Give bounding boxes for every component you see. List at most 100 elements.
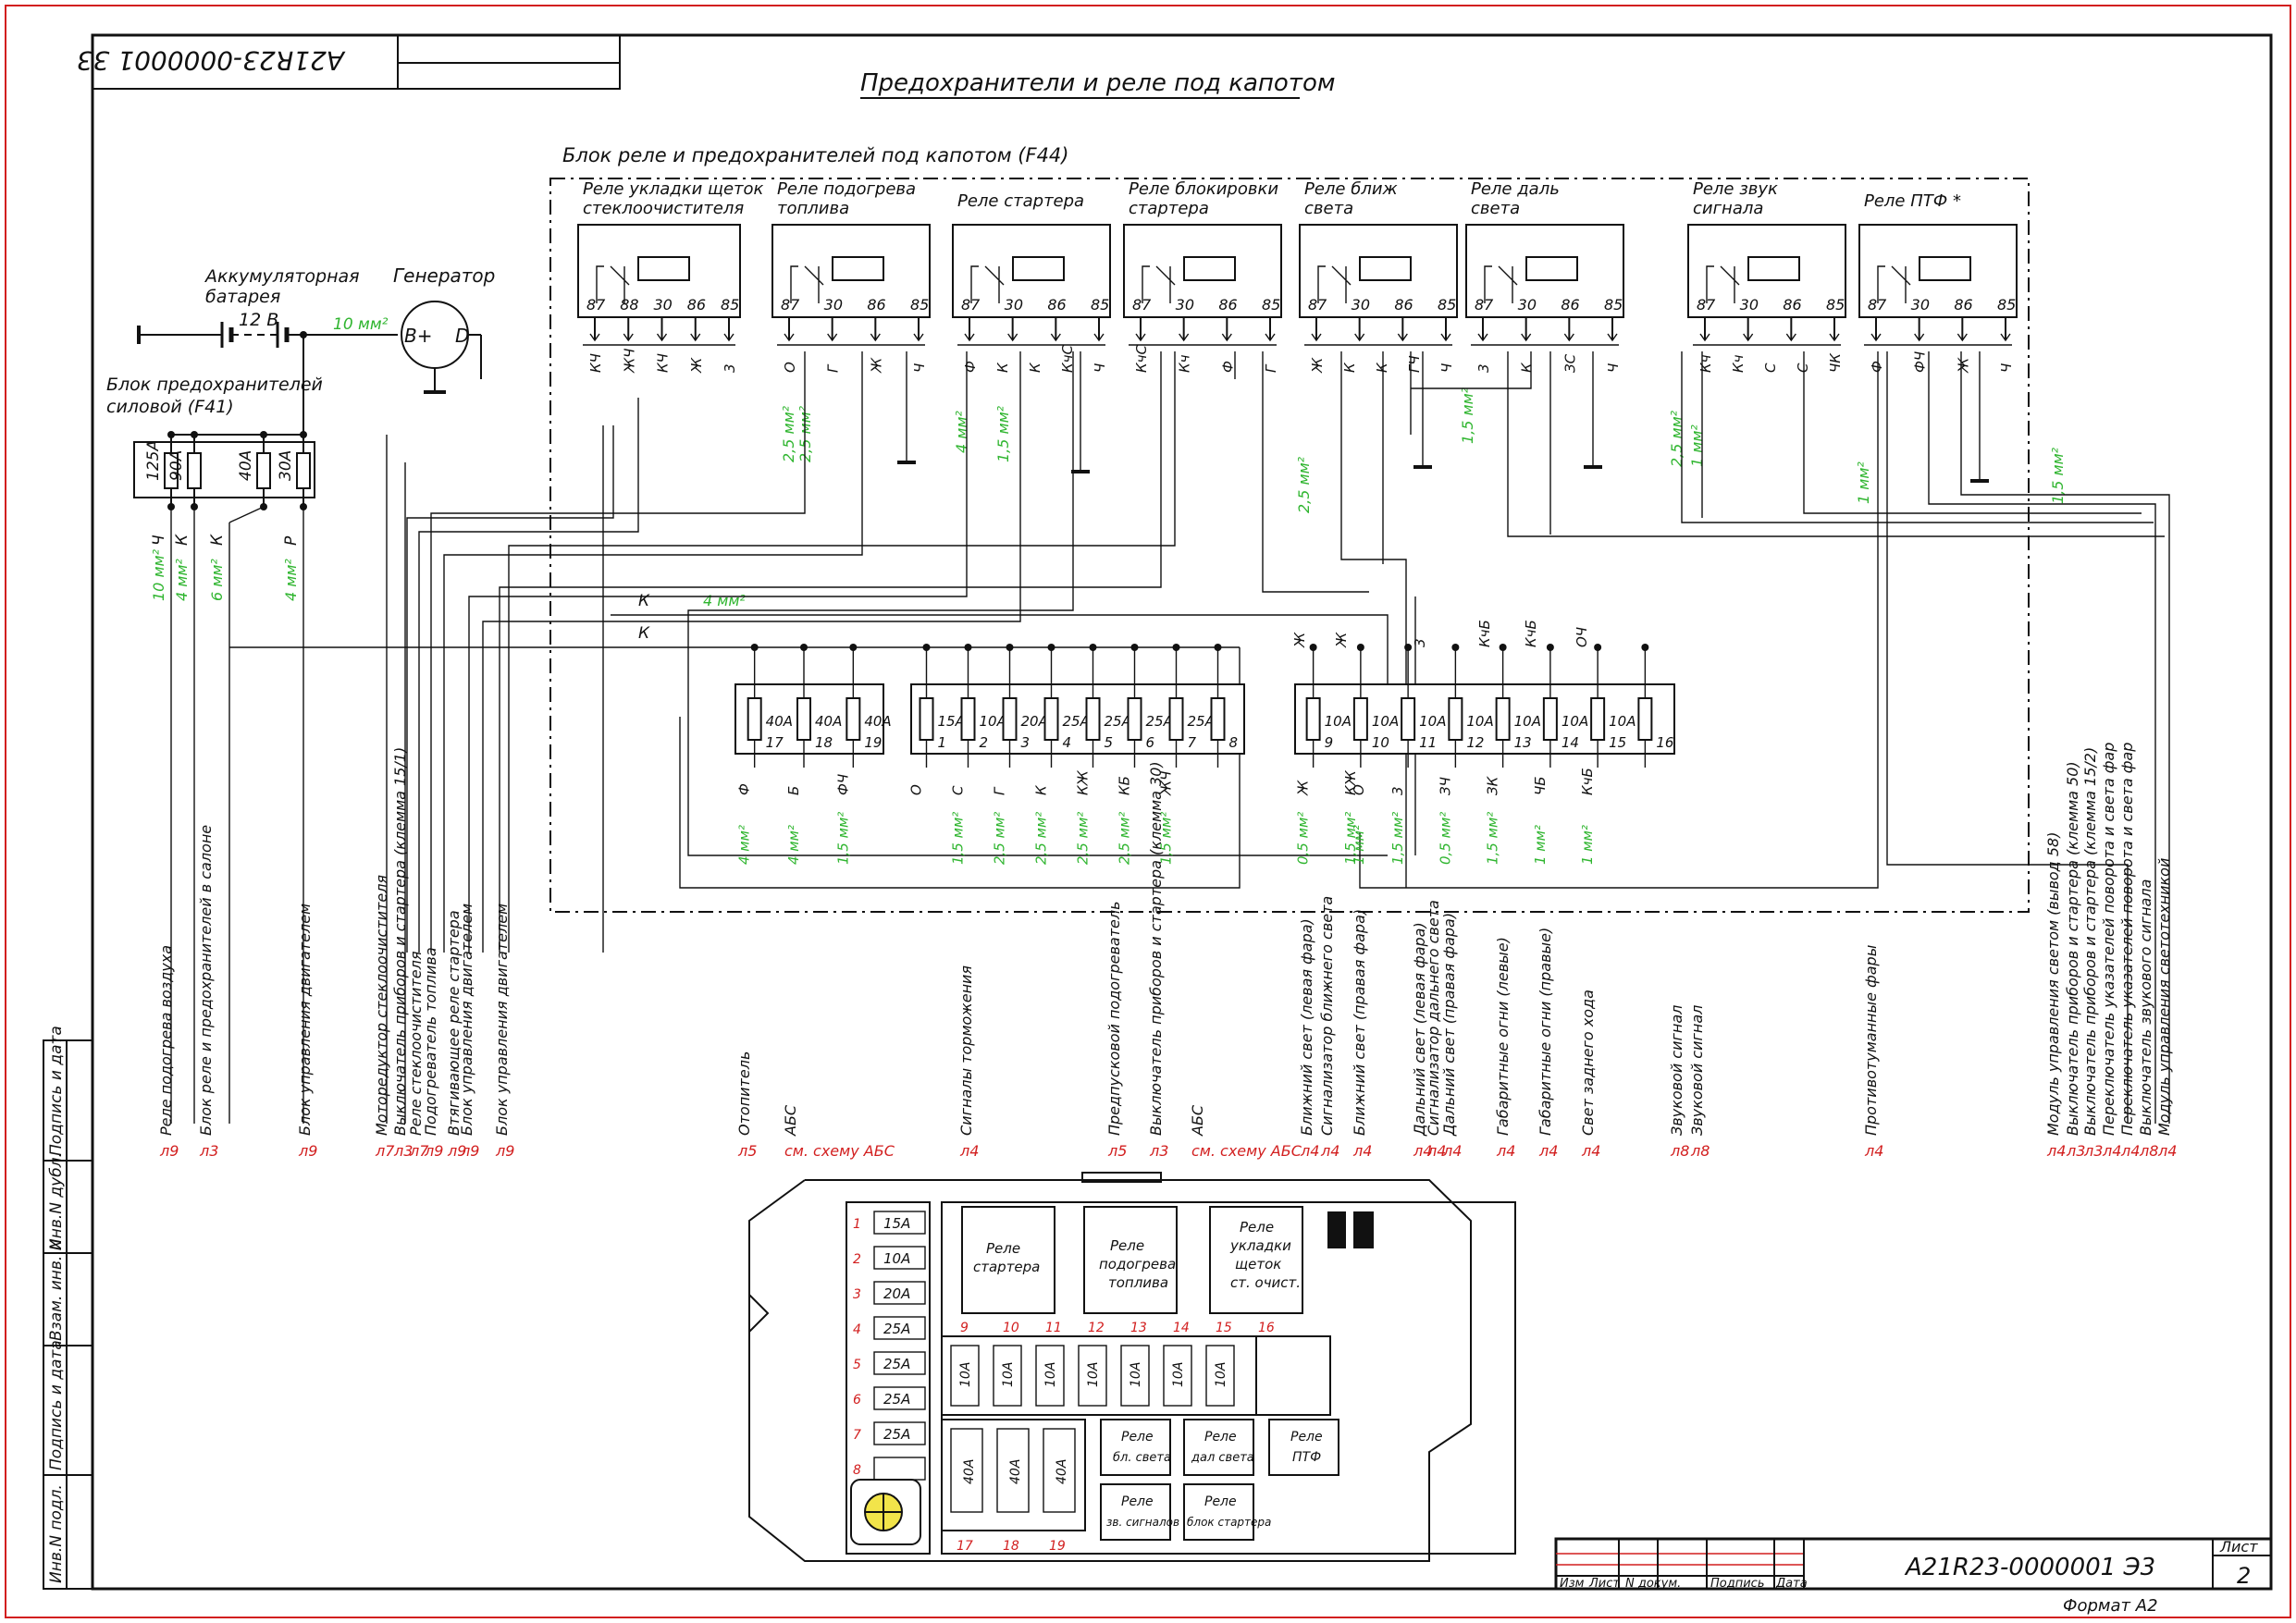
layout-mini-num-12: 12 — [1088, 1321, 1105, 1335]
fuse-out-section-8: 2,5 мм² — [1075, 812, 1092, 865]
fuse-out-color-13: 3 — [1389, 786, 1406, 795]
destination-ref-8: л9 — [447, 1142, 466, 1160]
destination-ref-34: л8 — [2139, 1142, 2158, 1160]
fuse-1 — [919, 697, 934, 741]
layout-mini-num-16: 16 — [1258, 1321, 1275, 1335]
tb-col-date: Дата — [1775, 1577, 1808, 1591]
side-stamp: Инв.N подл. Подпись и дата Взам. инв. N … — [43, 1026, 93, 1590]
relay-4-pin-87: 87 — [1132, 296, 1152, 314]
relay-name-7-a: Реле звук — [1693, 179, 1778, 199]
f41-out-section-2: 4 мм² — [173, 559, 191, 601]
fuse-rating-11: 10A — [1419, 713, 1446, 730]
layout-relay-starter-2: стартера — [973, 1259, 1040, 1275]
f41-out-color-4: Р — [282, 535, 301, 546]
relay-5-wire-1: Ж — [1309, 357, 1326, 374]
relay-wire-section-10: 1,5 мм² — [2049, 447, 2067, 504]
layout-mini-fuse-10 — [993, 1345, 1022, 1407]
layout-relay-wiper-3: щеток — [1235, 1256, 1281, 1273]
relay-6-pin-85: 85 — [1604, 296, 1623, 314]
layout-relay-fog-2: ПТФ — [1292, 1450, 1321, 1465]
destination-label-8: Втягивающее реле стартера — [445, 910, 463, 1136]
destination-label-34: Выключатель звукового сигнала — [2137, 879, 2154, 1136]
destination-label-15: Выключатель приборов и стартера (клемма … — [1147, 761, 1165, 1136]
destination-label-11: Отопитель — [735, 1051, 753, 1136]
relay-1-wire-2: ЖЧ — [621, 349, 637, 374]
fuse-out-section-1: 4 мм² — [736, 825, 753, 865]
layout-maxi-rating-17: 40A — [962, 1459, 977, 1484]
relay-7-wire-1: Кч — [1697, 354, 1714, 373]
destination-ref-20: л4 — [1413, 1142, 1432, 1160]
relay-3-wire-4: КчС — [1059, 344, 1076, 373]
fuse-19 — [846, 697, 861, 741]
relay-5-wire-4: ГЧ — [1406, 355, 1423, 373]
layout-maxi-rating-19: 40A — [1055, 1459, 1069, 1484]
relay-7-pin-85: 85 — [1826, 296, 1845, 314]
layout-mini-num-15: 15 — [1216, 1321, 1232, 1335]
destination-ref-30: л3 — [2066, 1142, 2085, 1160]
fuse-3 — [1002, 697, 1018, 741]
fuse-out-section-17: 1 мм² — [1579, 825, 1596, 865]
layout-relay-fuel-3: топлива — [1108, 1274, 1168, 1291]
fuse-rating-9: 10A — [1325, 713, 1352, 730]
destination-label-9: Блок управления двигателем — [458, 904, 475, 1136]
generator-pin-b: B+ — [404, 325, 432, 347]
fuse-number-18: 18 — [815, 734, 833, 751]
destination-ref-32: л4 — [2102, 1142, 2121, 1160]
layout-relay-fog-1: Реле — [1290, 1430, 1323, 1445]
relay-name-8-a: Реле ПТФ * — [1864, 191, 1961, 211]
fuse-rating-19: 40A — [864, 713, 891, 730]
destination-ref-15: л3 — [1149, 1142, 1168, 1160]
f41-out-color-2: К — [173, 534, 191, 546]
f41-label-1: Блок предохранителей — [106, 375, 323, 395]
relay-5-pin-85: 85 — [1438, 296, 1456, 314]
relay-4-wire-4: Г — [1263, 363, 1279, 373]
destination-ref-31: л3 — [2083, 1142, 2103, 1160]
fuse-out-section-11: 0,5 мм² — [1295, 812, 1312, 865]
fuse-12 — [1448, 697, 1463, 741]
relay-wire-section-5: 2,5 мм² — [1295, 456, 1313, 513]
fuse-out-section-2: 4 мм² — [785, 825, 802, 865]
fuse-number-9: 9 — [1325, 734, 1334, 751]
fuse-number-6: 6 — [1146, 734, 1155, 751]
fuse-out-color-9: КБ — [1117, 776, 1133, 795]
fuse-rating-4: 25A — [1063, 713, 1090, 730]
fuse-rating-6: 25A — [1146, 713, 1173, 730]
layout-fuse-num-7: 7 — [853, 1428, 861, 1443]
relay-7-wire-2: Кч — [1730, 354, 1747, 373]
fuse-out-section-10: 1,5 мм² — [1158, 812, 1175, 865]
fuse-14 — [1542, 697, 1558, 741]
relay-8-pin-87: 87 — [1868, 296, 1887, 314]
layout-mini-rating-10: 10A — [1001, 1362, 1016, 1387]
fuse-out-section-6: 2,5 мм² — [992, 812, 1008, 865]
fuse-out-color-14: ЗЧ — [1437, 777, 1453, 795]
relay-7-pin-87: 87 — [1697, 296, 1716, 314]
destination-label-27: Звуковой сигнал — [1688, 1005, 1706, 1136]
layout-fuse-rating-4: 25A — [883, 1321, 910, 1337]
destination-label-6: Реле стеклоочистителя — [407, 951, 425, 1136]
tb-format: Формат А2 — [2063, 1596, 2158, 1616]
f44-fuse-row: 40A1740A1840A1915A110A220A325A425A525A62… — [734, 620, 1675, 865]
layout-relay-horn-2: зв. сигналов — [1106, 1516, 1179, 1529]
layout-mini-num-11: 11 — [1045, 1321, 1062, 1335]
relay-6-wire-2: К — [1519, 362, 1536, 373]
fuse-rating-10: 10A — [1372, 713, 1399, 730]
destination-label-14: Предпусковой подогреватель — [1105, 901, 1123, 1136]
layout-fuse-rating-2: 10A — [883, 1250, 910, 1267]
relay-2-pin-30: 30 — [824, 296, 843, 314]
fuse-rating-7: 25A — [1188, 713, 1215, 730]
fuse-top-wire-3: 3 — [1412, 638, 1428, 647]
fuse-number-1: 1 — [938, 734, 947, 751]
layout-fuse-num-4: 4 — [853, 1322, 861, 1337]
destination-label-17: Ближний свет (левая фара) — [1298, 918, 1315, 1136]
relay-1-pin-88: 88 — [620, 296, 638, 314]
destination-ref-28: л4 — [1864, 1142, 1883, 1160]
sheet-title: Предохранители и реле под капотом — [860, 69, 1335, 97]
fuse-out-section-5: 1,5 мм² — [950, 812, 967, 865]
relay-1-pin-86: 86 — [687, 296, 706, 314]
relay-3-pin-30: 30 — [1005, 296, 1023, 314]
destination-ref-12: см. схему АБС — [784, 1142, 895, 1160]
f41-fuse-rating-2: 90A — [167, 450, 186, 481]
